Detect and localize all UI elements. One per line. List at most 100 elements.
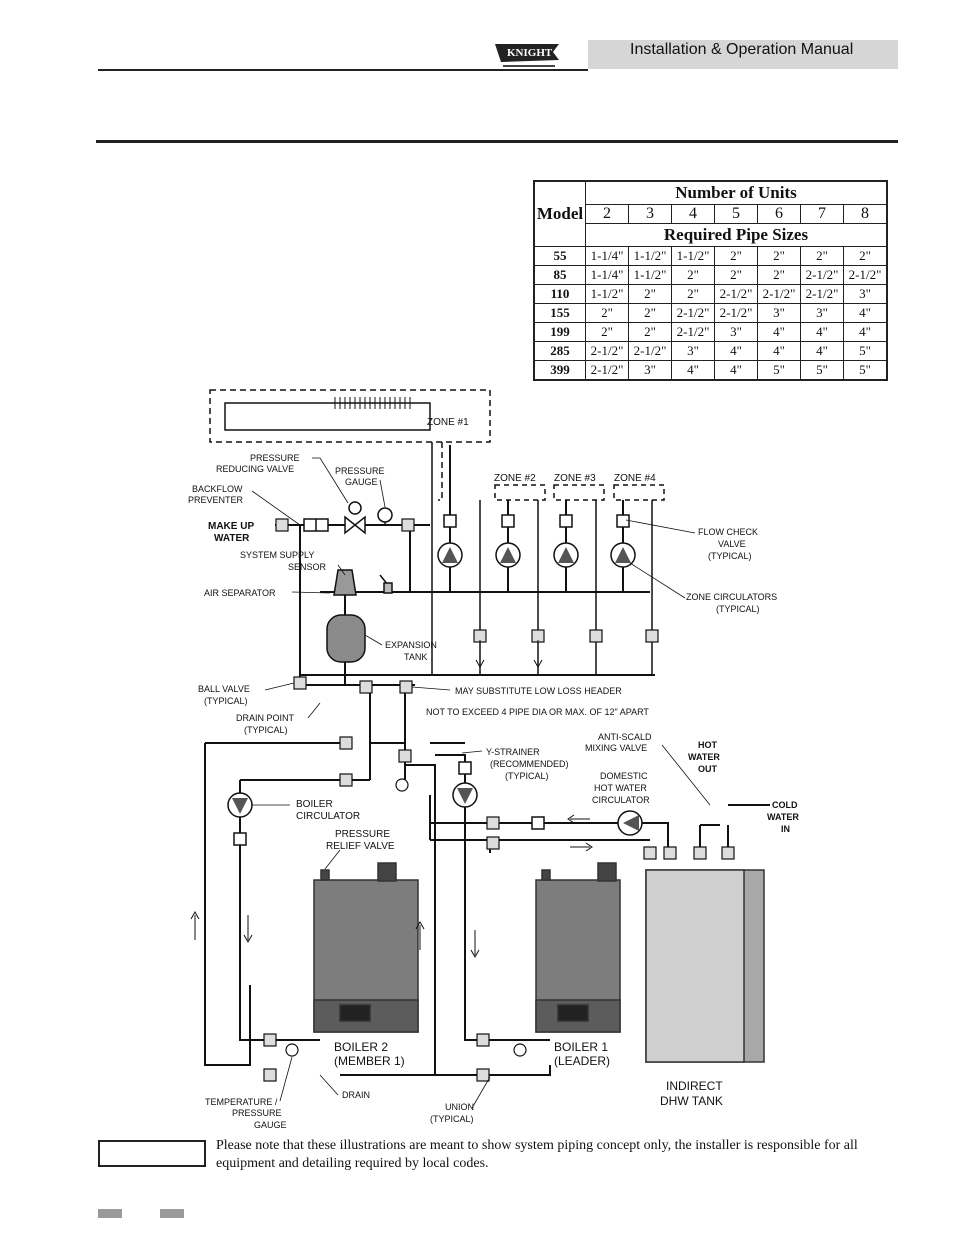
dhw-circulator-label-3: CIRCULATOR <box>592 795 650 805</box>
unit-count-cell: 8 <box>843 204 888 224</box>
pressure-gauge-label-1: PRESSURE <box>335 466 385 476</box>
piping-diagram: ZONE #1 ZONE #2 ZONE #3 ZONE #4 PRESSURE… <box>188 389 799 1130</box>
pipe-size-cell: 5" <box>843 341 888 361</box>
pipe-size-cell: 5" <box>843 360 888 381</box>
pipe-size-cell: 2" <box>628 322 672 342</box>
y-strainer-label-3: (TYPICAL) <box>505 771 549 781</box>
pipe-size-cell: 4" <box>757 322 801 342</box>
y-strainer-label-2: (RECOMMENDED) <box>490 759 569 769</box>
unit-count-cell: 3 <box>628 204 672 224</box>
pipe-size-cell: 4" <box>714 360 758 381</box>
flow-check-label-2: VALVE <box>718 539 746 549</box>
model-cell: 399 <box>533 360 586 381</box>
y-strainer-label-1: Y-STRAINER <box>486 747 540 757</box>
pipe-size-cell: 4" <box>714 341 758 361</box>
boiler2-label-2: (MEMBER 1) <box>334 1054 405 1068</box>
pipe-size-cell: 3" <box>843 284 888 304</box>
hot-water-label-3: OUT <box>698 764 718 774</box>
model-cell: 199 <box>533 322 586 342</box>
boiler-circulator-label-2: CIRCULATOR <box>296 811 360 822</box>
pipe-size-cell: 2" <box>671 284 715 304</box>
model-cell: 285 <box>533 341 586 361</box>
expansion-tank-label-1: EXPANSION <box>385 640 437 650</box>
unit-count-cell: 2 <box>585 204 629 224</box>
anti-scald-label-1: ANTI-SCALD <box>598 732 652 742</box>
pipe-size-cell: 4" <box>843 322 888 342</box>
zone3-label: ZONE #3 <box>554 473 596 484</box>
pipe-size-cell: 2" <box>585 303 629 323</box>
drain-label: DRAIN <box>342 1090 370 1100</box>
model-cell: 155 <box>533 303 586 323</box>
units-header: Number of Units <box>585 180 888 205</box>
pressure-reducing-label-2: REDUCING VALVE <box>216 464 294 474</box>
model-cell: 110 <box>533 284 586 304</box>
relief-valve-label-1: PRESSURE <box>335 829 390 840</box>
pipe-size-cell: 4" <box>757 341 801 361</box>
unit-count-cell: 6 <box>757 204 801 224</box>
pipe-size-cell: 4" <box>843 303 888 323</box>
pipe-size-cell: 1-1/4" <box>585 246 629 266</box>
zone2-label: ZONE #2 <box>494 473 536 484</box>
pipe-size-cell: 2-1/2" <box>585 341 629 361</box>
pipe-size-cell: 2-1/2" <box>671 322 715 342</box>
pipe-size-cell: 1-1/2" <box>585 284 629 304</box>
pipe-size-cell: 5" <box>800 360 844 381</box>
indirect-tank-label-1: INDIRECT <box>666 1079 723 1093</box>
temp-gauge-label-2: PRESSURE <box>232 1108 282 1118</box>
supply-sensor-label-2: SENSOR <box>288 562 327 572</box>
boiler-circulator-label-1: BOILER <box>296 799 333 810</box>
zone-circulators-label-1: ZONE CIRCULATORS <box>686 592 777 602</box>
drain-point-label-2: (TYPICAL) <box>244 725 288 735</box>
pipe-size-cell: 1-1/2" <box>628 246 672 266</box>
cold-water-label-2: WATER <box>767 812 799 822</box>
pipe-size-cell: 3" <box>757 303 801 323</box>
relief-valve-label-2: RELIEF VALVE <box>326 841 395 852</box>
expansion-tank-label-2: TANK <box>404 652 427 662</box>
pipe-size-cell: 2-1/2" <box>757 284 801 304</box>
backflow-label-1: BACKFLOW <box>192 484 243 494</box>
union-label-2: (TYPICAL) <box>430 1114 474 1124</box>
pipe-size-cell: 2" <box>757 265 801 285</box>
footer-tab-right <box>160 1209 184 1218</box>
flow-check-label-1: FLOW CHECK <box>698 527 758 537</box>
boiler1-label-2: (LEADER) <box>554 1054 610 1068</box>
pipe-size-cell: 2-1/2" <box>800 265 844 285</box>
boiler1-label-1: BOILER 1 <box>554 1040 608 1054</box>
boiler2-label-1: BOILER 2 <box>334 1040 388 1054</box>
pipe-size-cell: 4" <box>800 341 844 361</box>
pipe-size-cell: 2" <box>585 322 629 342</box>
dhw-circulator-label-1: DOMESTIC <box>600 771 648 781</box>
dhw-circulator-label-2: HOT WATER <box>594 783 647 793</box>
supply-sensor-label-1: SYSTEM SUPPLY <box>240 550 314 560</box>
makeup-label-1: MAKE UP <box>208 521 254 532</box>
ball-valve-label-2: (TYPICAL) <box>204 696 248 706</box>
pipe-size-cell: 2" <box>714 265 758 285</box>
pipe-size-cell: 2-1/2" <box>714 284 758 304</box>
header-band <box>588 40 898 69</box>
pipe-size-cell: 1-1/4" <box>585 265 629 285</box>
unit-count-cell: 5 <box>714 204 758 224</box>
pipe-size-cell: 2" <box>800 246 844 266</box>
pipe-size-cell: 2" <box>714 246 758 266</box>
pressure-gauge-label-2: GAUGE <box>345 477 378 487</box>
pipe-size-cell: 2-1/2" <box>585 360 629 381</box>
pipe-size-cell: 1-1/2" <box>628 265 672 285</box>
pipe-size-cell: 4" <box>800 322 844 342</box>
model-header: Model <box>533 180 586 247</box>
note-text: Please note that these illustrations are… <box>216 1138 858 1171</box>
model-cell: 85 <box>533 265 586 285</box>
hot-water-label-1: HOT <box>698 740 718 750</box>
pipe-size-cell: 2" <box>628 303 672 323</box>
low-loss-header-label: MAY SUBSTITUTE LOW LOSS HEADER <box>455 686 622 696</box>
cold-water-label-3: IN <box>781 824 790 834</box>
pipe-size-cell: 2-1/2" <box>628 341 672 361</box>
pipe-size-cell: 2-1/2" <box>671 303 715 323</box>
anti-scald-label-2: MIXING VALVE <box>585 743 647 753</box>
union-label-1: UNION <box>445 1102 474 1112</box>
header-rule <box>98 69 588 71</box>
pipe-size-cell: 2-1/2" <box>843 265 888 285</box>
